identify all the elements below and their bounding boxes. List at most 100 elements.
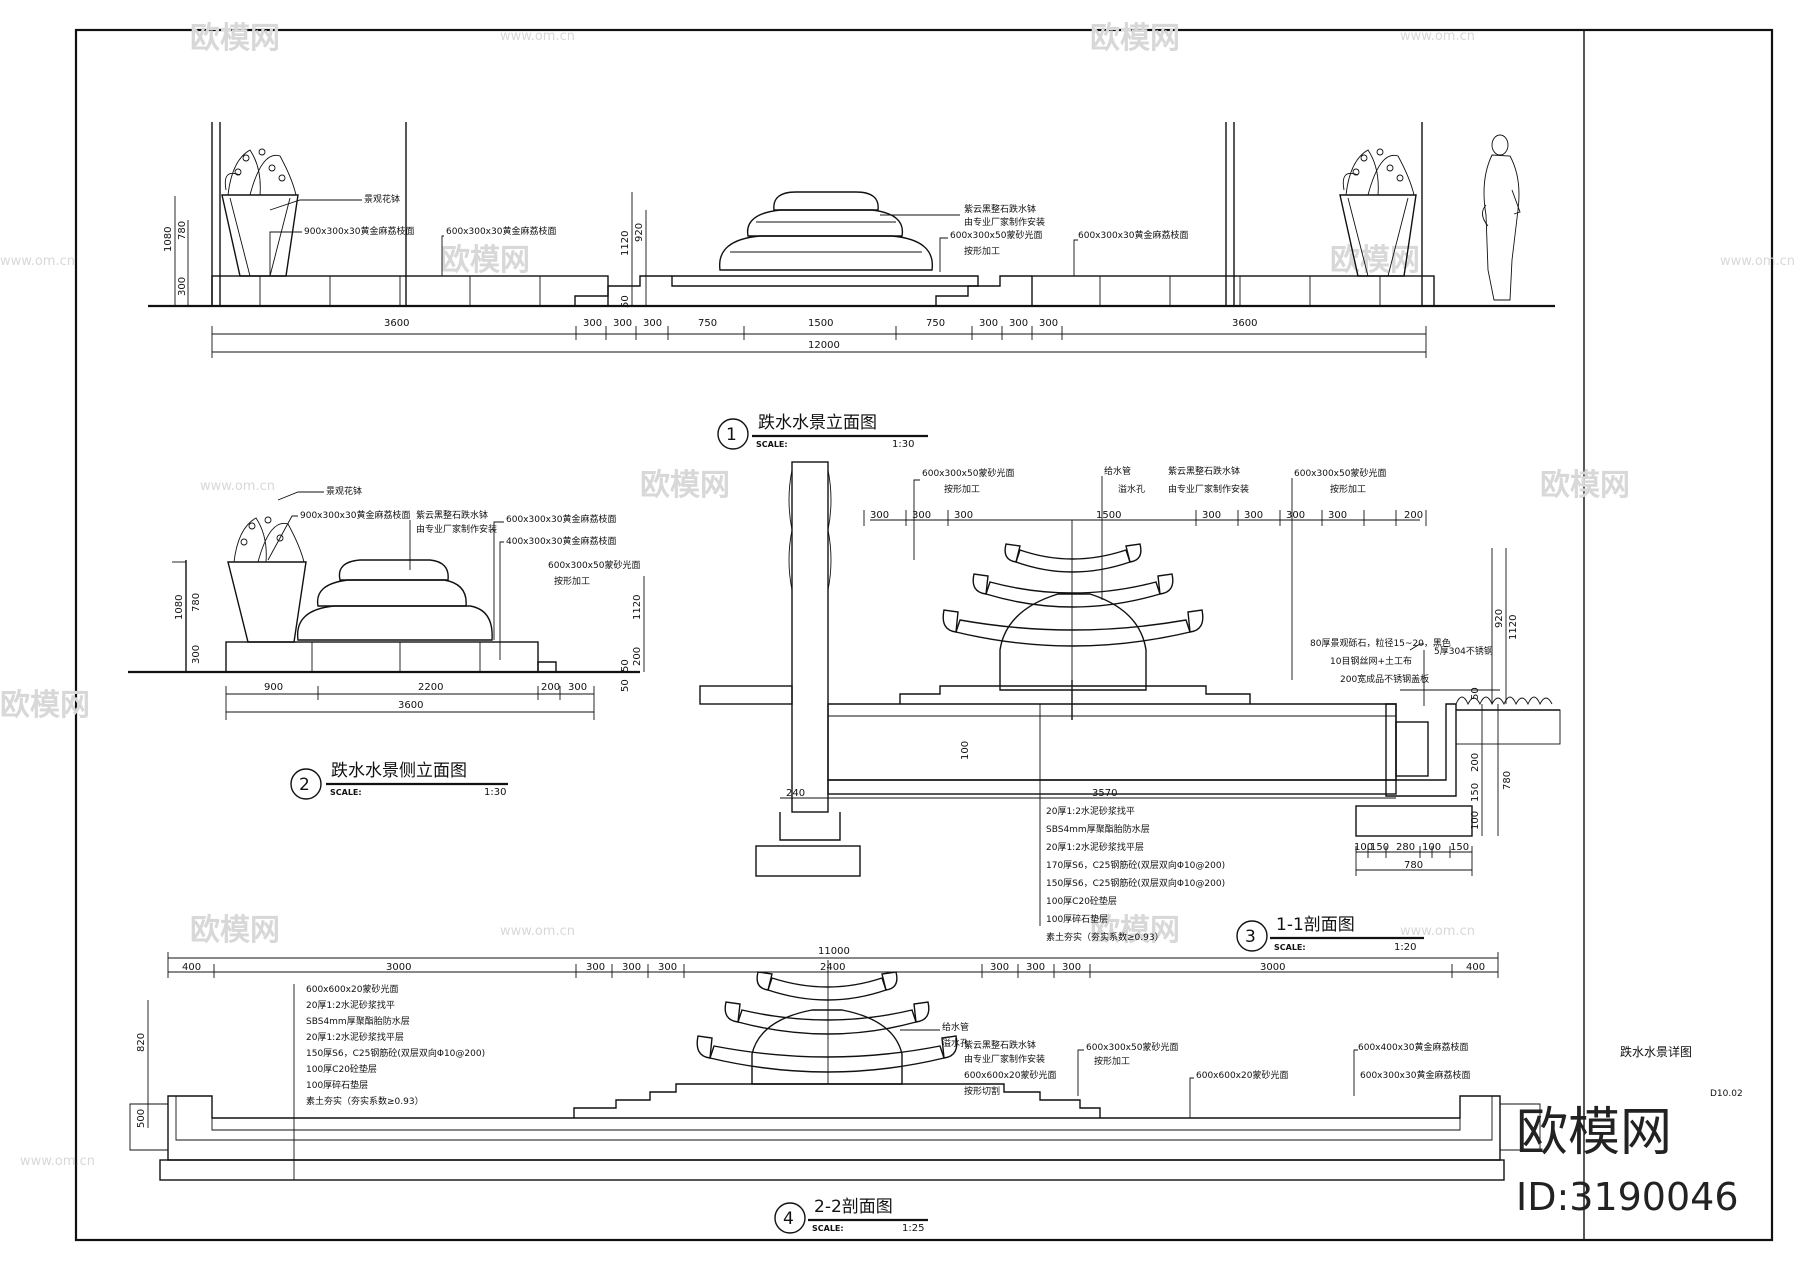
dim-label: 3000 xyxy=(386,962,411,973)
watermark-url: www.om.cn xyxy=(1400,924,1475,939)
dim-label: 780 xyxy=(1404,860,1423,871)
dim-total: 3600 xyxy=(398,700,423,711)
dim-height: 50 xyxy=(1470,687,1481,700)
note-label: 900x300x30黄金麻荔枝面 xyxy=(300,509,410,521)
dim-label: 300 xyxy=(1026,962,1045,973)
layer-label: SBS4mm厚聚酯胎防水层 xyxy=(306,1015,410,1027)
note-label: 按形切割 xyxy=(964,1085,1000,1097)
note-label: 紫云黑整石跌水钵 xyxy=(416,509,488,521)
view-number-circle xyxy=(290,768,322,800)
plant-left xyxy=(224,148,297,196)
fountain-core-2 xyxy=(751,1009,903,1085)
fountain-basin-middle xyxy=(746,209,904,237)
note-label: 按形加工 xyxy=(554,575,590,587)
layer-label: 素土夯实（夯实系数≥0.93） xyxy=(306,1095,424,1107)
note-label: 400x300x30黄金麻荔枝面 xyxy=(506,535,616,547)
view1-elevation: 1080 780 300 1120 920 50 景观花钵 900x300x30… xyxy=(148,122,1555,450)
scale-person xyxy=(1482,134,1521,301)
note-label: 按形加工 xyxy=(964,245,1000,257)
dim-label: 3600 xyxy=(384,318,409,329)
dim-label: 300 xyxy=(1039,318,1058,329)
note-label: 紫云黑整石跌水钵 xyxy=(964,1039,1036,1051)
view-number: 3 xyxy=(1245,927,1256,947)
watermark-url: www.om.cn xyxy=(0,254,75,269)
dim-total: 11000 xyxy=(818,946,850,957)
fountain-plinth xyxy=(671,275,979,287)
dim-label: 240 xyxy=(786,788,805,799)
note-label: 由专业厂家制作安装 xyxy=(416,523,497,535)
layer-label: 20厚1:2水泥砂浆找平层 xyxy=(1046,841,1144,853)
dim-height: 1080 xyxy=(163,227,174,252)
layer-label: 20厚1:2水泥砂浆找平 xyxy=(1046,805,1135,817)
note-label: 600x300x50蒙砂光面 xyxy=(1294,467,1386,479)
dim-label: 100 xyxy=(1422,842,1441,853)
dim-height: 1080 xyxy=(174,595,185,620)
note-label: 给水管 xyxy=(1104,465,1131,477)
note-label: 给水管 xyxy=(942,1021,969,1033)
watermark-url: www.om.cn xyxy=(500,924,575,939)
dim-height: 820 xyxy=(136,1033,147,1052)
dim-label: 200 xyxy=(1404,510,1423,521)
dim-label: 750 xyxy=(926,318,945,329)
dim-total: 12000 xyxy=(808,340,840,351)
dim-height: 300 xyxy=(191,645,202,664)
dim-label: 300 xyxy=(990,962,1009,973)
watermark-brand: 欧模网 xyxy=(1090,913,1180,948)
dim-label: 1500 xyxy=(808,318,833,329)
note-label: 由专业厂家制作安装 xyxy=(964,216,1045,228)
dim-height: 780 xyxy=(1502,771,1513,790)
scale-label: SCALE: xyxy=(756,440,788,449)
sheet-number: D10.02 xyxy=(1710,1089,1743,1099)
note-label: 按形加工 xyxy=(1330,483,1366,495)
dim-label: 200 xyxy=(541,682,560,693)
note-label: 200宽成品不锈钢盖板 xyxy=(1340,673,1429,685)
dim-height: 920 xyxy=(634,223,645,242)
view-number-circle xyxy=(717,418,749,450)
dim-label: 300 xyxy=(1202,510,1221,521)
basin-side-lower xyxy=(296,605,493,641)
dim-height: 500 xyxy=(136,1109,147,1128)
dim-label: 300 xyxy=(586,962,605,973)
dim-label: 100 xyxy=(1354,842,1373,853)
watermark-url: www.om.cn xyxy=(500,29,575,44)
layer-label: 170厚S6，C25钢筋砼(双层双向Φ10@200) xyxy=(1046,859,1225,871)
note-label: 600x300x30黄金麻荔枝面 xyxy=(506,513,616,525)
view-number-circle xyxy=(1236,920,1268,952)
view3-section-1-1: 300 300 300 1500 300 300 300 300 200 920… xyxy=(699,461,1561,953)
fountain-basin-upper xyxy=(773,191,879,211)
note-label: 景观花钵 xyxy=(326,485,362,497)
note-label: 由专业厂家制作安装 xyxy=(964,1053,1045,1065)
scale-ratio: 1:30 xyxy=(892,439,914,450)
dim-height: 300 xyxy=(177,277,188,296)
stamp-id: ID:3190046 xyxy=(1516,1175,1739,1219)
scale-label: SCALE: xyxy=(330,788,362,797)
fountain-basin-lower xyxy=(719,235,933,271)
note-label: 5厚304不锈钢 xyxy=(1434,645,1493,657)
planter-left xyxy=(221,194,299,277)
dim-label: 3600 xyxy=(1232,318,1257,329)
dim-label: 300 xyxy=(1062,962,1081,973)
layer-label: 素土夯实（夯实系数≥0.93） xyxy=(1046,931,1164,943)
layer-label: 20厚1:2水泥砂浆找平层 xyxy=(306,1031,404,1043)
watermark-url: www.om.cn xyxy=(1720,254,1795,269)
note-label: 600x400x30黄金麻荔枝面 xyxy=(1358,1041,1468,1053)
dim-label: 3570 xyxy=(1092,788,1117,799)
sheet-border xyxy=(74,28,1774,1242)
stamp-brand: 欧模网 xyxy=(1516,1103,1672,1163)
dim-label: 300 xyxy=(583,318,602,329)
note-label: 600x300x50蒙砂光面 xyxy=(922,467,1014,479)
view-number: 1 xyxy=(726,425,737,445)
view-title: 1-1剖面图 xyxy=(1276,915,1355,935)
watermark-brand: 欧模网 xyxy=(640,468,730,503)
note-label: 600x300x50蒙砂光面 xyxy=(548,559,640,571)
note-label: 900x300x30黄金麻荔枝面 xyxy=(304,225,414,237)
view-title: 跌水水景侧立面图 xyxy=(331,761,467,781)
dim-label: 150 xyxy=(1370,842,1389,853)
note-label: 600x300x30黄金麻荔枝面 xyxy=(1360,1069,1470,1081)
layer-label: 100厚C20砼垫层 xyxy=(306,1063,377,1075)
layer-label: 100厚碎石垫层 xyxy=(306,1079,368,1091)
note-label: 紫云黑整石跌水钵 xyxy=(964,203,1036,215)
note-label: 按形加工 xyxy=(1094,1055,1130,1067)
dim-label: 300 xyxy=(613,318,632,329)
watermark-brand: 欧模网 xyxy=(440,243,530,278)
